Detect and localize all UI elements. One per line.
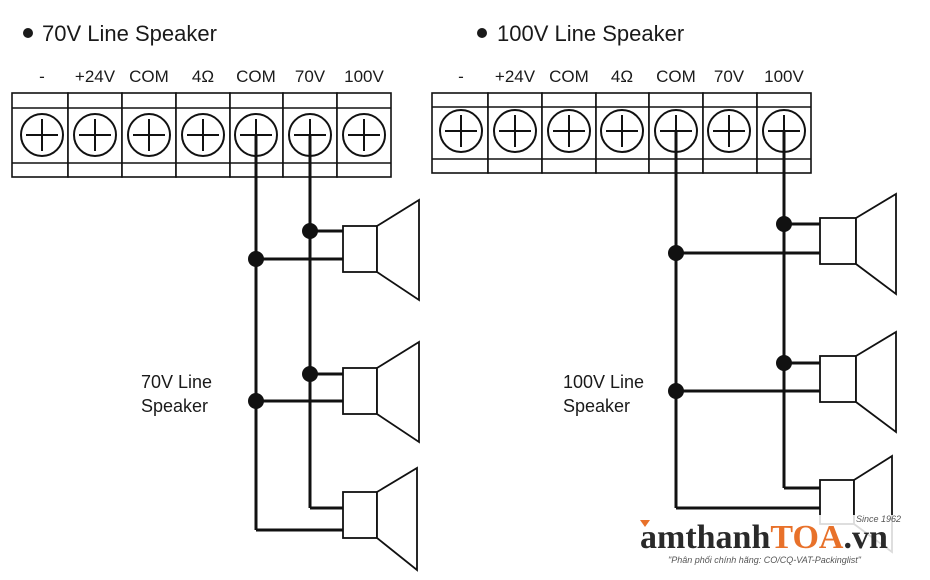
terminal-label: 70V: [295, 67, 326, 86]
screw-icon: [73, 113, 117, 157]
speaker-icon: [819, 192, 897, 296]
junction-dot: [668, 383, 684, 399]
junction-dot: [776, 216, 792, 232]
junction-dot: [302, 223, 318, 239]
panel-100v: 100V Line Speaker - +24V COM 4Ω COM 70V …: [431, 21, 897, 554]
terminal-label: COM: [656, 67, 696, 86]
side-label-line1: 70V Line: [141, 372, 212, 392]
terminal-label: +24V: [75, 67, 116, 86]
panel-70v: 70V Line Speaker - +24V COM 4Ω COM 70V 1…: [11, 21, 420, 572]
terminal-labels: - +24V COM 4Ω COM 70V 100V: [458, 67, 804, 86]
terminal-label: COM: [549, 67, 589, 86]
terminal-label: 4Ω: [192, 67, 214, 86]
side-label-line1: 100V Line: [563, 372, 644, 392]
brand-watermark: amthanhTOA.vn Since 1962 "Phân phối chín…: [636, 514, 914, 571]
screw-icon: [600, 109, 644, 153]
brand-name: amthanhTOA.vn: [640, 519, 888, 556]
screw-icon: [493, 109, 537, 153]
logo-accent-icon: [640, 520, 650, 527]
brand-tagline: "Phân phối chính hãng: CO/CQ-VAT-Packing…: [668, 555, 862, 565]
bullet-icon: [477, 28, 487, 38]
terminal-label: COM: [236, 67, 276, 86]
speaker-icon: [342, 466, 418, 572]
wires: [674, 131, 820, 510]
junction-dot: [668, 245, 684, 261]
terminal-label: COM: [129, 67, 169, 86]
bullet-icon: [23, 28, 33, 38]
screw-icon: [127, 113, 171, 157]
panel-title: 100V Line Speaker: [497, 21, 684, 46]
junction-dot: [248, 251, 264, 267]
terminal-label: -: [458, 67, 464, 86]
junction-dot: [776, 355, 792, 371]
side-label-line2: Speaker: [141, 396, 208, 416]
junction-dots: [248, 223, 318, 409]
screw-icon: [181, 113, 225, 157]
screw-icon: [547, 109, 591, 153]
terminal-labels: - +24V COM 4Ω COM 70V 100V: [39, 67, 384, 86]
terminal-label: +24V: [495, 67, 536, 86]
terminal-label: 100V: [764, 67, 804, 86]
side-label-line2: Speaker: [563, 396, 630, 416]
junction-dots: [668, 216, 792, 399]
screw-icon: [20, 113, 64, 157]
screw-icon: [342, 113, 386, 157]
terminal-label: 100V: [344, 67, 384, 86]
terminal-label: -: [39, 67, 45, 86]
terminal-label: 4Ω: [611, 67, 633, 86]
junction-dot: [302, 366, 318, 382]
brand-since: Since 1962: [856, 514, 901, 524]
wires: [254, 135, 343, 532]
screw-icon: [439, 109, 483, 153]
terminal-label: 70V: [714, 67, 745, 86]
speaker-icon: [342, 340, 420, 444]
panel-title: 70V Line Speaker: [42, 21, 217, 46]
junction-dot: [248, 393, 264, 409]
screw-icon: [707, 109, 751, 153]
speaker-icon: [342, 198, 420, 302]
speaker-icon: [819, 330, 897, 434]
